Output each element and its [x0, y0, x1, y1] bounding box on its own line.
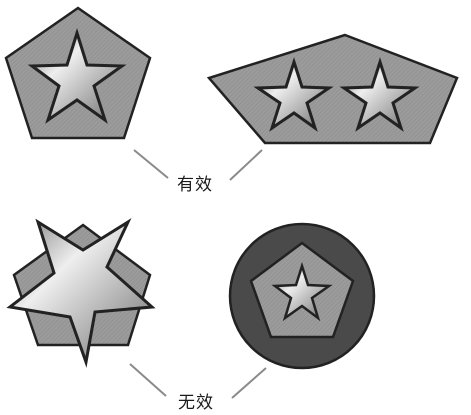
valid-pentagon-one-star: [6, 8, 150, 138]
invalid-label: 无效: [178, 388, 214, 413]
leader-line: [230, 150, 262, 180]
invalid-star-overlapping-pentagon: [10, 222, 152, 362]
leader-line: [232, 368, 266, 398]
wide-pentagon-shape: [209, 35, 457, 143]
leader-line: [134, 150, 168, 178]
invalid-pentagon-in-dark-circle: [230, 224, 374, 368]
valid-label: 有效: [177, 170, 213, 195]
valid-wide-pentagon-two-stars: [209, 35, 457, 143]
leader-line: [130, 364, 166, 396]
